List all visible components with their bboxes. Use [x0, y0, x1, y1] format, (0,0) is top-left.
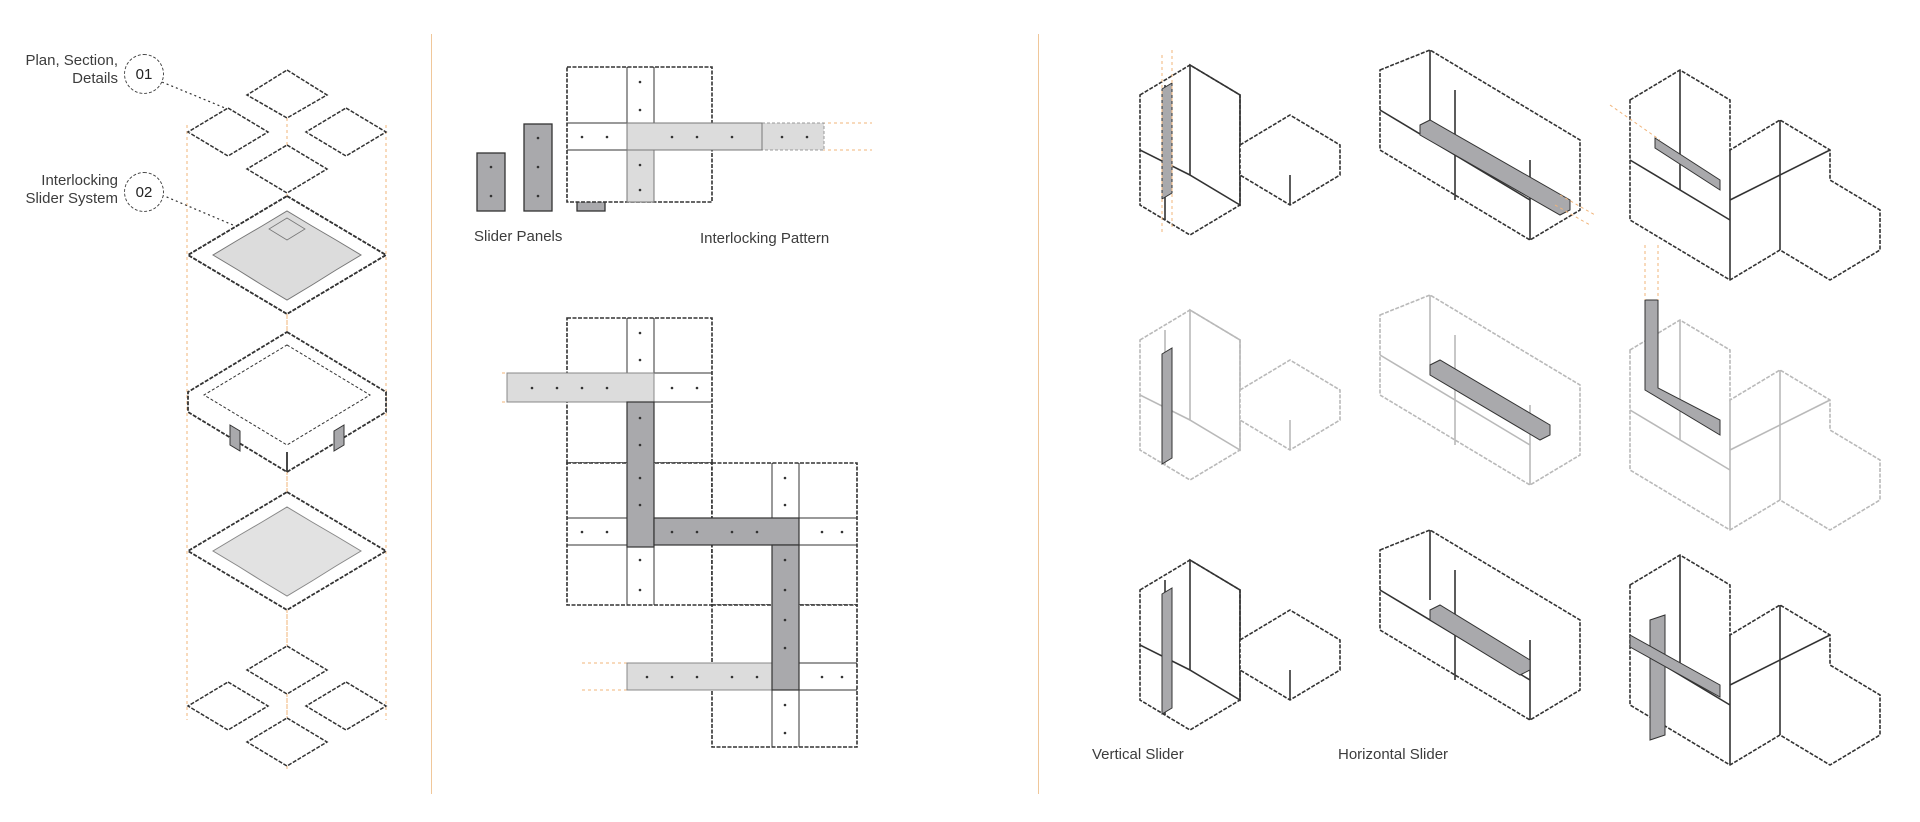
base-cross-plate: [186, 490, 388, 612]
slider-cross-plate: [186, 194, 388, 316]
column-divider-left: [431, 34, 432, 794]
step2-badge: 02: [124, 172, 164, 212]
interlocking-pattern-small: [566, 66, 872, 203]
variant-horizontal-1: [1379, 49, 1596, 241]
variant-corner-3: [1629, 554, 1881, 766]
caption-vertical-slider: Vertical Slider: [1092, 746, 1184, 763]
variant-vertical-1: [1139, 50, 1341, 236]
caption-horizontal-slider: Horizontal Slider: [1338, 746, 1449, 763]
interlocking-pattern-large: [502, 317, 858, 748]
bottom-plates: [186, 645, 388, 767]
box-frame: [187, 330, 387, 474]
variant-vertical-2: [1139, 309, 1341, 481]
caption-slider-panels: Slider Panels: [474, 228, 563, 245]
variant-horizontal-3: [1379, 529, 1581, 721]
column-divider-right: [1038, 34, 1039, 794]
variant-corner-2: [1629, 245, 1881, 531]
slider-variants-grid: [1139, 49, 1881, 766]
variant-corner-1: [1609, 69, 1881, 281]
step1-label: Plan, Section, Details: [25, 52, 118, 87]
slider-pattern-diagrams: [476, 66, 872, 748]
variant-vertical-3: [1139, 559, 1341, 731]
caption-interlocking-pattern: Interlocking Pattern: [700, 230, 830, 247]
step2-label: Interlocking Slider System: [25, 172, 118, 207]
variant-horizontal-2: [1379, 294, 1581, 486]
top-plates: [186, 69, 388, 194]
exploded-axonometric: [161, 69, 388, 770]
step1-badge: 01: [124, 54, 164, 94]
